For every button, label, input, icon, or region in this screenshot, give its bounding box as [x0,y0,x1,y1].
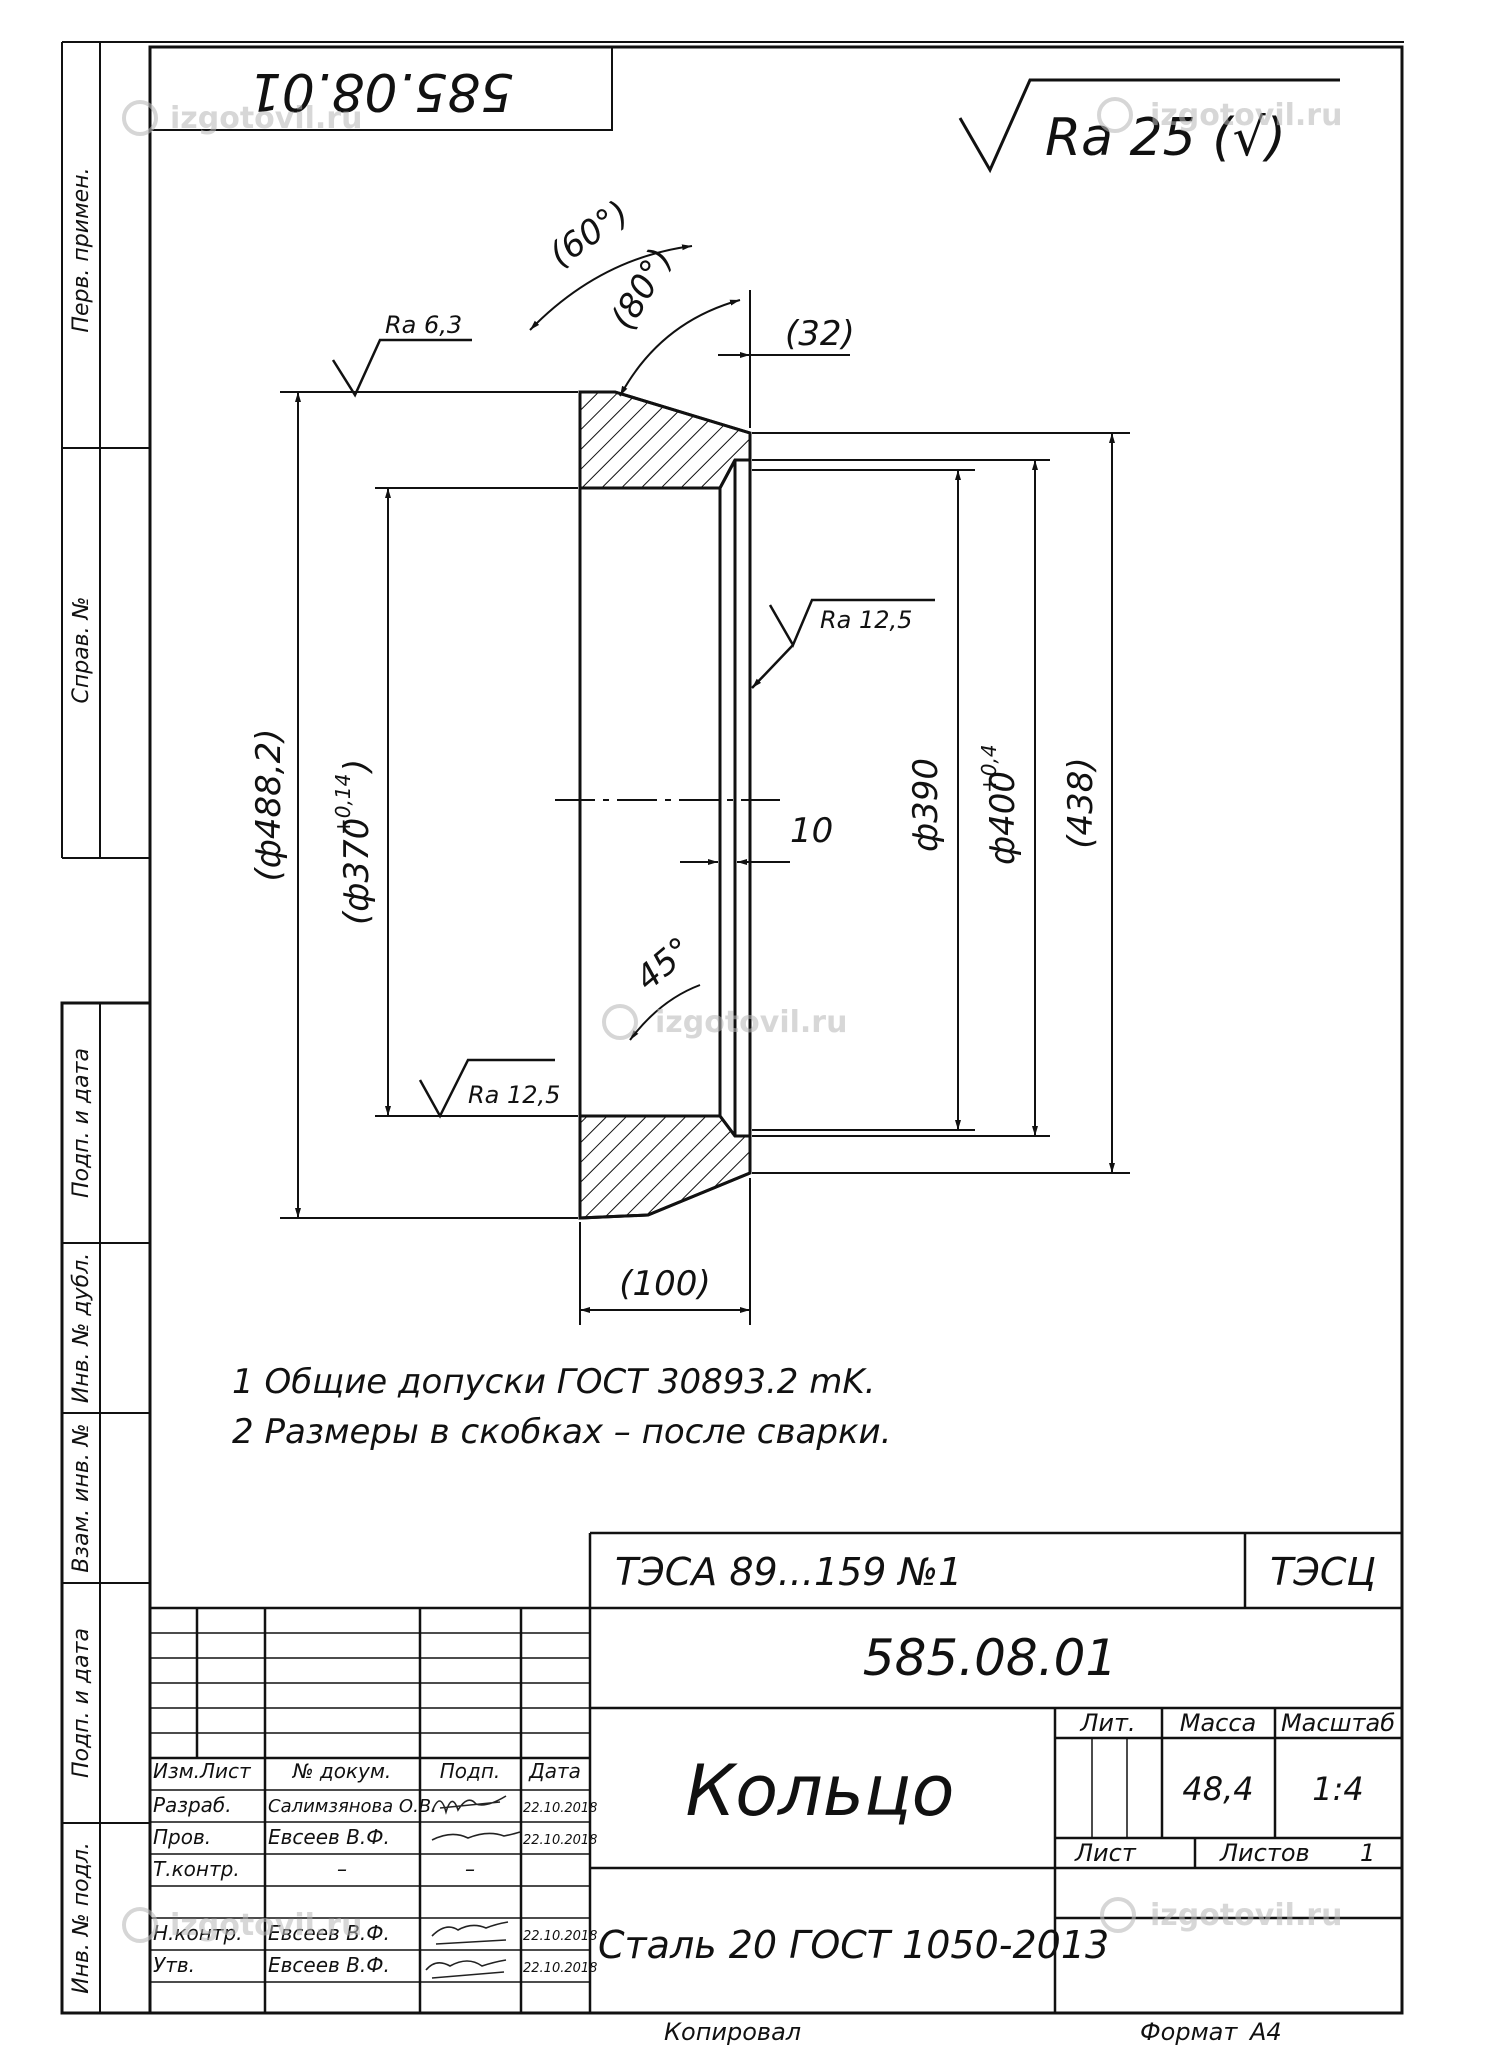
date-nkontr: 22.10.2018 [523,1929,597,1944]
date-razrab: 22.10.2018 [523,1801,597,1816]
dimensions [280,244,1130,1325]
role-razrab: Разраб. [153,1793,232,1817]
name-prov: Евсеев В.Ф. [268,1825,390,1849]
svg-text:izgotovil.ru: izgotovil.ru [170,101,362,136]
name-razrab: Салимзянова О.В. [268,1796,437,1817]
label-inv-dubl: Инв. № дубл. [69,1253,94,1404]
ra-12-5-right: Ra 12,5 [820,606,912,634]
dim-d400-tolerance: +0,4 [977,744,1001,793]
note-2: 2 Размеры в скобках – после сварки. [232,1412,891,1452]
watermark-top-left: izgotovil.ru [122,100,362,136]
dim-d370: (ф370 [337,818,377,925]
dim-32: (32) [785,314,855,354]
title-block-texts: ТЭСА 89...159 №1 ТЭСЦ 585.08.01 Кольцо С… [598,1550,1395,1967]
label-podp-data-2: Подп. и дата [69,1628,94,1778]
name-tkontr: – [337,1857,347,1881]
label-lit: Лит. [1079,1709,1135,1737]
dim-angle-45: 45° [628,930,700,999]
dim-d370-close: ) [337,759,377,775]
label-vzam-inv: Взам. инв. № [69,1423,94,1572]
section-hatch-top [578,390,752,490]
massa-value: 48,4 [1182,1770,1253,1808]
ra-12-5-left: Ra 12,5 [468,1081,560,1109]
hdr-dokum: № докум. [292,1759,392,1783]
svg-text:izgotovil.ru: izgotovil.ru [655,1005,847,1040]
sign-tkontr: – [465,1857,475,1881]
signature-razrab [431,1795,507,1815]
hdr-list: Лист [199,1759,252,1783]
note-1: 1 Общие допуски ГОСТ 30893.2 mK. [232,1362,875,1402]
footer-copied: Копировал [664,2018,801,2046]
dim-d370-tolerance: +0,14 [331,774,355,835]
dim-d390: ф390 [906,758,946,852]
label-inv-podl: Инв. № подл. [69,1842,94,1994]
label-masshtab: Масштаб [1281,1709,1395,1737]
role-tkontr: Т.контр. [153,1857,240,1881]
roughness-marks [331,338,935,1119]
ra-6-3: Ra 6,3 [385,311,462,339]
dim-d488-2: (ф488,2) [249,729,289,882]
watermark-bottom-left: izgotovil.ru [122,1907,362,1943]
role-nkontr: Н.контр. [153,1921,243,1945]
general-roughness-text: Ra 25 (√) [1045,108,1286,168]
date-prov: 22.10.2018 [523,1833,597,1848]
svg-text:izgotovil.ru: izgotovil.ru [1150,1898,1342,1933]
dim-100: (100) [619,1264,710,1304]
dim-438: (438) [1061,757,1101,848]
svg-text:izgotovil.ru: izgotovil.ru [170,1908,362,1943]
part-name: Кольцо [686,1750,955,1832]
section-hatch-bottom [578,1114,752,1220]
footer-format-label: Формат [1140,2018,1238,2046]
watermark-center: izgotovil.ru [602,1004,847,1040]
signature-table: Изм. Лист № докум. Подп. Дата Разраб. Са… [153,1759,597,1979]
label-podp-data: Подп. и дата [69,1048,94,1198]
hdr-izm: Изм. [153,1759,200,1783]
left-strip-labels: Перв. примен. Справ. № Подп. и дата Инв.… [69,167,94,1993]
label-sprav-no: Справ. № [69,596,94,703]
dim-10: 10 [790,811,833,851]
watermark-bottom-right: izgotovil.ru [1100,1897,1342,1933]
masshtab-value: 1:4 [1312,1770,1364,1808]
organization: ТЭСЦ [1270,1550,1376,1594]
material: Сталь 20 ГОСТ 1050-2013 [598,1923,1109,1967]
listov-value: 1 [1360,1839,1375,1867]
signature-utv [425,1959,507,1979]
dim-d400: ф400 [983,771,1023,865]
part-section [555,390,780,1220]
watermark-top-right: izgotovil.ru [1097,97,1342,133]
role-prov: Пров. [153,1825,211,1849]
title-block [150,1531,1402,2013]
watermarks: izgotovil.ru izgotovil.ru izgotovil.ru i… [122,97,1342,1943]
sheet-code-rotated: 585.08.01 [249,61,514,121]
signature-nkontr [431,1921,509,1945]
general-roughness-mark: Ra 25 (√) [958,78,1340,174]
name-nkontr: Евсеев В.Ф. [268,1921,390,1945]
hdr-podp: Подп. [440,1759,501,1783]
role-utv: Утв. [153,1953,195,1977]
label-massa: Масса [1180,1709,1257,1737]
name-utv: Евсеев В.Ф. [268,1953,390,1977]
technical-notes: 1 Общие допуски ГОСТ 30893.2 mK. 2 Разме… [232,1362,891,1452]
date-utv: 22.10.2018 [523,1961,597,1976]
label-list: Лист [1074,1839,1137,1867]
dim-angle-80: (80°) [603,241,681,336]
svg-text:izgotovil.ru: izgotovil.ru [1150,98,1342,133]
dim-angle-60: (60°) [542,193,636,276]
project-name: ТЭСА 89...159 №1 [615,1550,962,1594]
sheet-frame [60,41,1404,2015]
footer-format-value: А4 [1248,2018,1282,2046]
label-perv-primen: Перв. примен. [69,167,94,332]
designation: 585.08.01 [863,1629,1117,1687]
hdr-data: Дата [528,1759,581,1783]
label-listov: Листов [1219,1839,1310,1867]
signature-prov [431,1831,521,1841]
